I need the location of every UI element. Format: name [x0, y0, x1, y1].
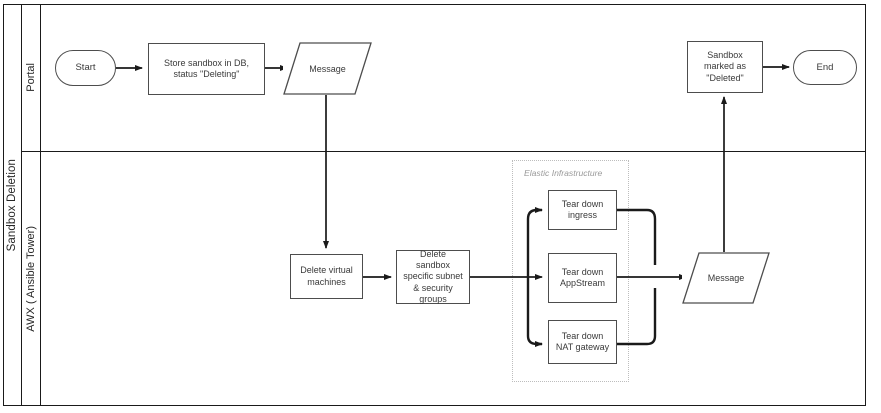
node-tear-down-nat-gateway-label: Tear down NAT gateway	[555, 330, 610, 352]
node-tear-down-ingress[interactable]: Tear down ingress	[548, 190, 617, 230]
lane-label-awx-text: AWX ( Ansible Tower)	[25, 225, 37, 332]
node-message-bottom-label: Message	[707, 273, 745, 283]
group-elastic-infrastructure	[512, 160, 629, 382]
node-tear-down-appstream-label: Tear down AppStream	[559, 266, 606, 288]
node-message-top-label: Message	[309, 63, 346, 74]
node-message-top[interactable]: Message	[283, 42, 372, 95]
node-message-bottom[interactable]: Message	[682, 252, 770, 304]
pool-label-column: Sandbox Deletion	[3, 4, 22, 406]
node-delete-subnet-label: Delete sandbox specific subnet & securit…	[403, 248, 463, 304]
node-end-label: End	[816, 61, 834, 73]
node-sandbox-deleted[interactable]: Sandbox marked as "Deleted"	[687, 41, 763, 93]
node-start[interactable]: Start	[55, 50, 116, 86]
node-delete-vms[interactable]: Delete virtual machines	[290, 254, 363, 299]
pool-frame	[3, 4, 866, 406]
lane-label-awx: AWX ( Ansible Tower)	[22, 151, 41, 406]
node-start-label: Start	[75, 62, 96, 74]
node-tear-down-appstream[interactable]: Tear down AppStream	[548, 253, 617, 303]
node-sandbox-deleted-label: Sandbox marked as "Deleted"	[703, 50, 747, 83]
node-tear-down-ingress-label: Tear down ingress	[561, 198, 604, 220]
node-store-sandbox-label: Store sandbox in DB, status "Deleting"	[163, 57, 250, 79]
node-delete-subnet[interactable]: Delete sandbox specific subnet & securit…	[396, 248, 470, 304]
node-delete-vms-label: Delete virtual machines	[300, 265, 353, 287]
lane-label-portal-text: Portal	[25, 63, 37, 92]
group-elastic-infrastructure-title: Elastic Infrastructure	[524, 168, 603, 178]
lane-divider	[22, 151, 866, 152]
node-tear-down-nat-gateway[interactable]: Tear down NAT gateway	[548, 320, 617, 364]
node-store-sandbox[interactable]: Store sandbox in DB, status "Deleting"	[148, 43, 265, 95]
node-end[interactable]: End	[793, 50, 857, 85]
pool-label: Sandbox Deletion	[6, 158, 18, 252]
lane-label-portal: Portal	[22, 4, 41, 151]
